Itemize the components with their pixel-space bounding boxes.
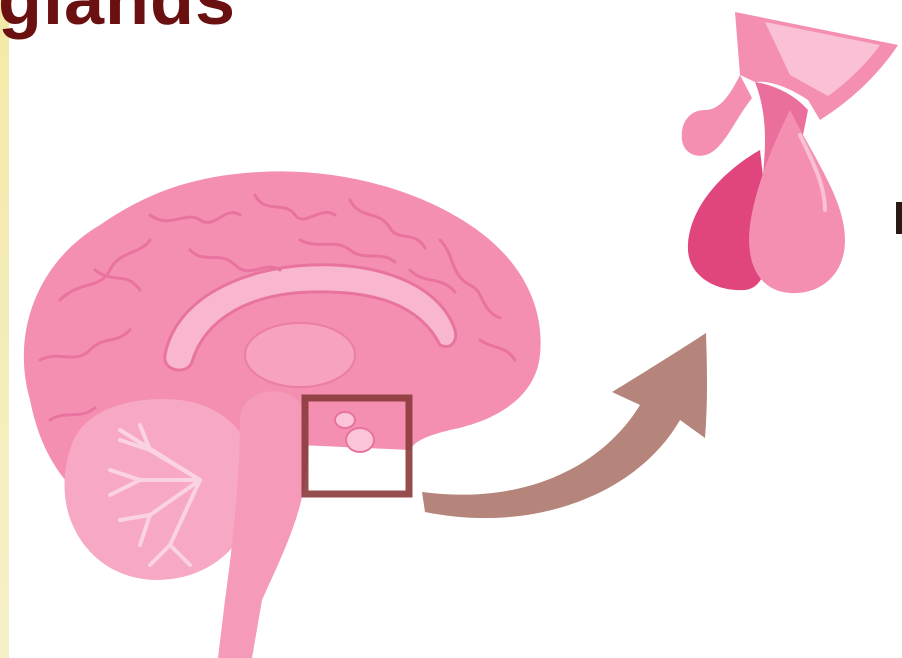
edge-mark (896, 202, 902, 234)
hypothalamus-small (335, 412, 355, 428)
pituitary-small (346, 428, 374, 452)
side-knob (682, 75, 752, 156)
brain-illustration (24, 171, 541, 658)
posterior-lobe (749, 110, 845, 293)
pituitary-gland-illustration (682, 12, 898, 293)
thalamus (245, 323, 355, 387)
